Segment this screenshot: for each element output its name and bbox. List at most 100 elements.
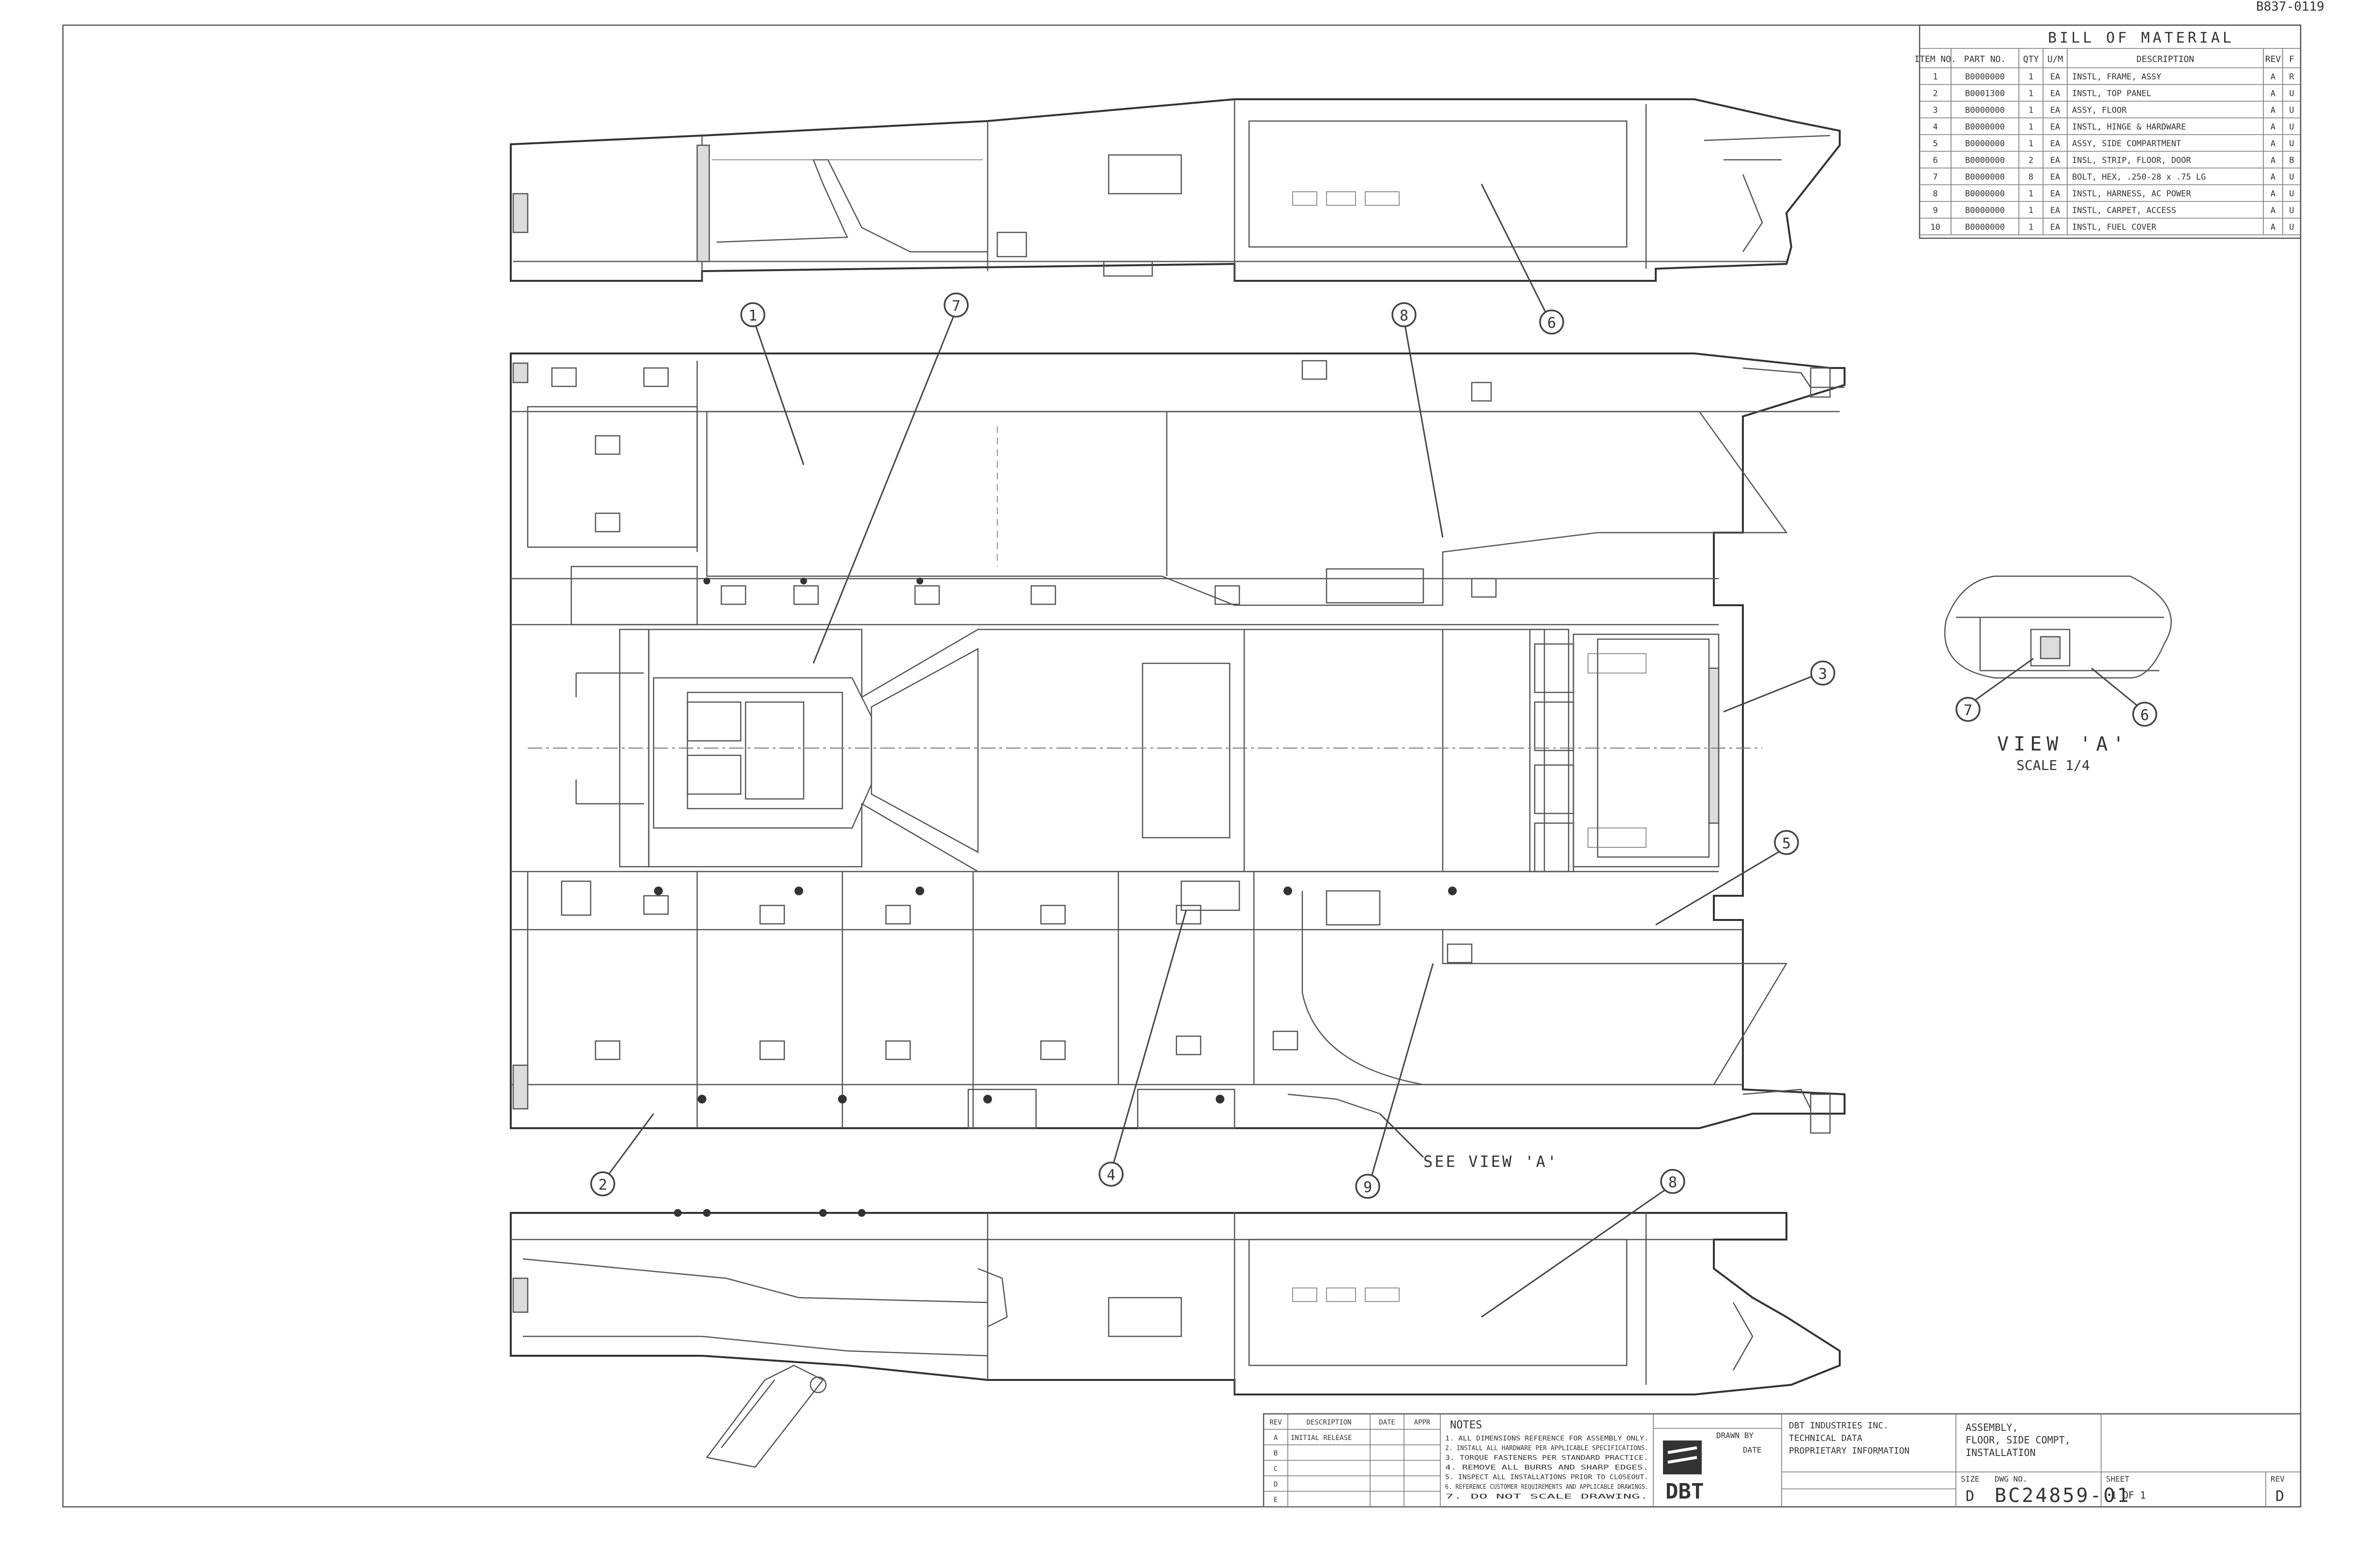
rev-header-cell: DESCRIPTION (1307, 1419, 1352, 1426)
notes-title: NOTES (1450, 1419, 1482, 1431)
bom-cell: U (2289, 172, 2294, 182)
bom-header-cell: F (2289, 54, 2294, 64)
bom-cell: B0000000 (1965, 189, 2005, 199)
note-line: 2. INSTALL ALL HARDWARE PER APPLICABLE S… (1445, 1445, 1648, 1452)
company-line: DBT INDUSTRIES INC. (1789, 1421, 1889, 1431)
bom-cell: A (2271, 206, 2275, 215)
bom-cell: A (2271, 106, 2275, 115)
svg-text:1: 1 (748, 307, 757, 324)
bom-cell: B0001300 (1965, 89, 2005, 99)
rev-row: D (1264, 1481, 1440, 1492)
bom-cell: INSTL, HINGE & HARDWARE (2072, 123, 2186, 132)
size-value: D (1966, 1488, 1974, 1505)
bom-cell: 6 (1933, 156, 1938, 166)
bom-cell: 1 (2029, 106, 2033, 115)
note-line: 5. INSPECT ALL INSTALLATIONS PRIOR TO CL… (1445, 1474, 1648, 1481)
view-a-detail: VIEW 'A' SCALE 1/4 (1944, 575, 2172, 773)
drawn-label: DRAWN BY (1716, 1431, 1754, 1440)
bom-cell: B0000000 (1965, 172, 2005, 182)
balloon-7: 7 (944, 292, 969, 318)
bom-header-cell: ITEM NO. (1914, 54, 1956, 64)
note-line: 3. TORQUE FASTENERS PER STANDARD PRACTIC… (1445, 1455, 1648, 1462)
svg-text:8: 8 (1400, 307, 1408, 324)
balloon-9: 9 (1355, 1174, 1380, 1199)
rev-cell: D (1274, 1481, 1278, 1488)
date-label: DATE (1743, 1445, 1762, 1455)
bom-cell: B0000000 (1965, 139, 2005, 149)
balloons: 1 7 8 6 3 5 2 4 9 8 7 6 (590, 292, 2157, 1199)
balloon-1: 1 (740, 302, 765, 327)
notes-list: 1. ALL DIMENSIONS REFERENCE FOR ASSEMBLY… (1445, 1435, 1648, 1501)
bom-cell: U (2289, 89, 2294, 99)
company-line: TECHNICAL DATA (1789, 1433, 1862, 1443)
balloon-8: 8 (1391, 302, 1417, 327)
rev-row: B (1264, 1450, 1440, 1461)
bom-header-cell: PART NO. (1964, 54, 2006, 64)
view-a-scale: SCALE 1/4 (2016, 757, 2090, 773)
svg-text:2: 2 (598, 1177, 607, 1194)
bom-cell: A (2271, 123, 2275, 132)
bom-cell: U (2289, 106, 2294, 115)
bom-cell: 4 (1933, 123, 1938, 132)
see-view-a-note: SEE VIEW 'A' (1423, 1152, 1558, 1171)
svg-text:7: 7 (1964, 702, 1972, 719)
bom-cell: U (2289, 123, 2294, 132)
title-line: FLOOR, SIDE COMPT, (1966, 1434, 2071, 1446)
bom-cell: EA (2050, 223, 2060, 232)
bom-cell: ASSY, SIDE COMPARTMENT (2072, 139, 2181, 149)
bom-cell: 1 (2029, 139, 2033, 149)
drawing-title: ASSEMBLY,FLOOR, SIDE COMPT,INSTALLATION (1966, 1422, 2071, 1458)
rev-cell: B (1274, 1450, 1278, 1457)
bom-cell: EA (2050, 189, 2060, 199)
svg-text:6: 6 (2140, 707, 2149, 724)
svg-text:4: 4 (1107, 1167, 1115, 1184)
bom-cell: 1 (2029, 223, 2033, 232)
rev-cell: A (1274, 1434, 1278, 1442)
bom-cell: A (2271, 72, 2275, 82)
bom-cell: 8 (2029, 172, 2033, 182)
bom-cell: INSTL, TOP PANEL (2072, 89, 2151, 99)
bom-header-cell: QTY (2023, 54, 2039, 64)
bom-cell: B0000000 (1965, 123, 2005, 132)
bom-cell: 10 (1930, 223, 1940, 232)
rev-header-cell: REV (1269, 1419, 1282, 1426)
rev-header-cell: DATE (1379, 1419, 1395, 1426)
bom-cell: B0000000 (1965, 156, 2005, 166)
bom-cell: 1 (2029, 72, 2033, 82)
bom-cell: 2 (1933, 89, 1938, 99)
bom-cell: 7 (1933, 172, 1938, 182)
company-line: PROPRIETARY INFORMATION (1789, 1446, 1909, 1456)
bom-cell: A (2271, 172, 2275, 182)
balloon-8b: 8 (1660, 1169, 1685, 1194)
bom-cell: EA (2050, 72, 2060, 82)
dwg-label: DWG NO. (1995, 1474, 2027, 1484)
bom-header-cell: U/M (2047, 54, 2063, 64)
rev-row: E (1264, 1496, 1440, 1507)
balloon-2: 2 (590, 1171, 615, 1196)
bom-cell: EA (2050, 139, 2060, 149)
bom-cell: INSTL, FRAME, ASSY (2072, 72, 2161, 82)
top-side-view (510, 98, 1841, 282)
bom-cell: B (2289, 156, 2294, 166)
svg-text:8: 8 (1668, 1174, 1677, 1191)
bom-cell: EA (2050, 156, 2060, 166)
bom-cell: EA (2050, 89, 2060, 99)
bom-cell: A (2271, 223, 2275, 232)
bom-cell: 1 (2029, 123, 2033, 132)
company-logo: DBT (1663, 1440, 1704, 1504)
bom-cell: U (2289, 139, 2294, 149)
bom-cell: 1 (1933, 72, 1938, 82)
bom-cell: A (2271, 89, 2275, 99)
